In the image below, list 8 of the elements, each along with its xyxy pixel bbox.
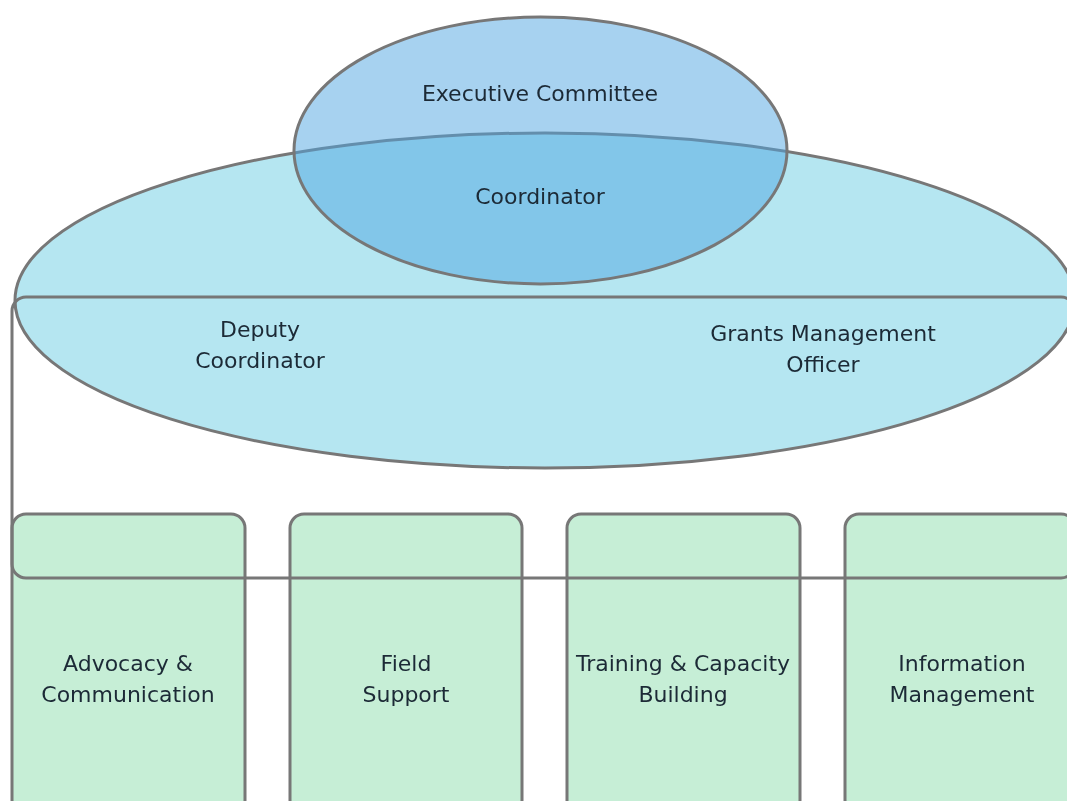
role-label: Deputy Coordinator (194, 316, 326, 375)
role-label: Executive Committee (420, 79, 660, 108)
role-label: Training & Capacity Building (574, 650, 792, 709)
role-label: Coordinator (474, 182, 606, 211)
role-label: Information Management (888, 650, 1036, 709)
role-label: Advocacy & Communication (40, 650, 216, 709)
role-label: Grants Management Officer (709, 320, 937, 379)
role-label: Field Support (361, 650, 451, 709)
